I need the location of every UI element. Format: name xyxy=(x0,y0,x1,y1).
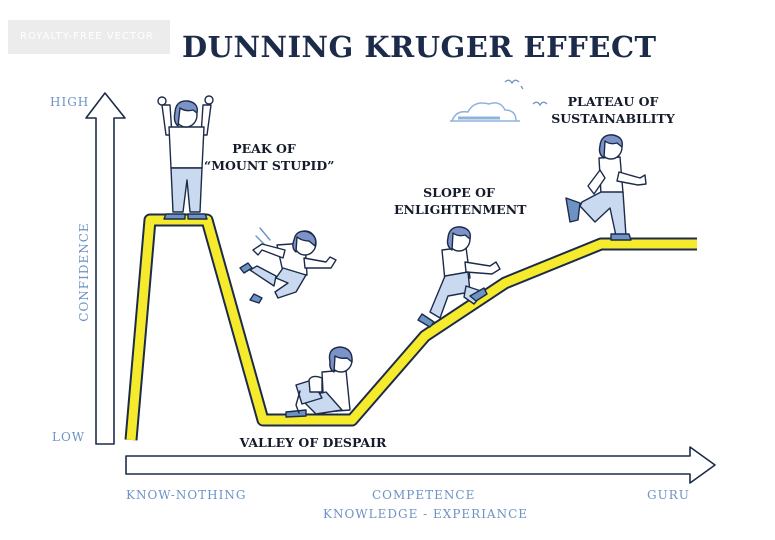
x-axis-title: KNOWLEDGE - EXPERIANCE xyxy=(323,507,529,521)
x-axis-arrow xyxy=(125,446,716,484)
x-axis-center-label: COMPETENCE xyxy=(372,488,476,502)
slope-label-line2: ENLIGHTENMENT xyxy=(394,202,527,217)
cloud-icon xyxy=(450,102,520,122)
peak-label-line2: “MOUNT STUPID” xyxy=(204,158,335,173)
slope-label: SLOPE OF ENLIGHTENMENT xyxy=(394,184,527,218)
y-axis-arrow xyxy=(85,92,126,445)
peak-label: PEAK OF “MOUNT STUPID” xyxy=(204,140,335,174)
royalty-free-badge: ROYALTY-FREE VECTOR xyxy=(8,20,170,54)
plateau-label-line2: SUSTAINABILITY xyxy=(551,111,675,126)
y-axis-title: CONFIDENCE xyxy=(77,222,91,322)
figure-climbing xyxy=(417,226,501,328)
y-axis-low: LOW xyxy=(52,430,86,444)
birds-icon xyxy=(504,79,548,107)
figure-peak xyxy=(157,95,214,220)
figure-walking xyxy=(565,134,647,241)
peak-label-line1: PEAK OF xyxy=(232,141,296,156)
dunning-kruger-curve xyxy=(124,213,697,441)
plateau-label-line1: PLATEAU OF xyxy=(567,94,659,109)
figure-despair xyxy=(285,346,353,418)
x-axis-right-label: GURU xyxy=(647,488,690,502)
figure-falling xyxy=(239,227,337,304)
valley-label: VALLEY OF DESPAIR xyxy=(239,435,387,450)
page-title: DUNNING KRUGER EFFECT xyxy=(182,30,657,64)
plateau-label: PLATEAU OF SUSTAINABILITY xyxy=(548,93,678,127)
y-axis-high: HIGH xyxy=(50,95,90,109)
x-axis-left-label: KNOW-NOTHING xyxy=(126,488,247,502)
slope-label-line1: SLOPE OF xyxy=(423,185,495,200)
